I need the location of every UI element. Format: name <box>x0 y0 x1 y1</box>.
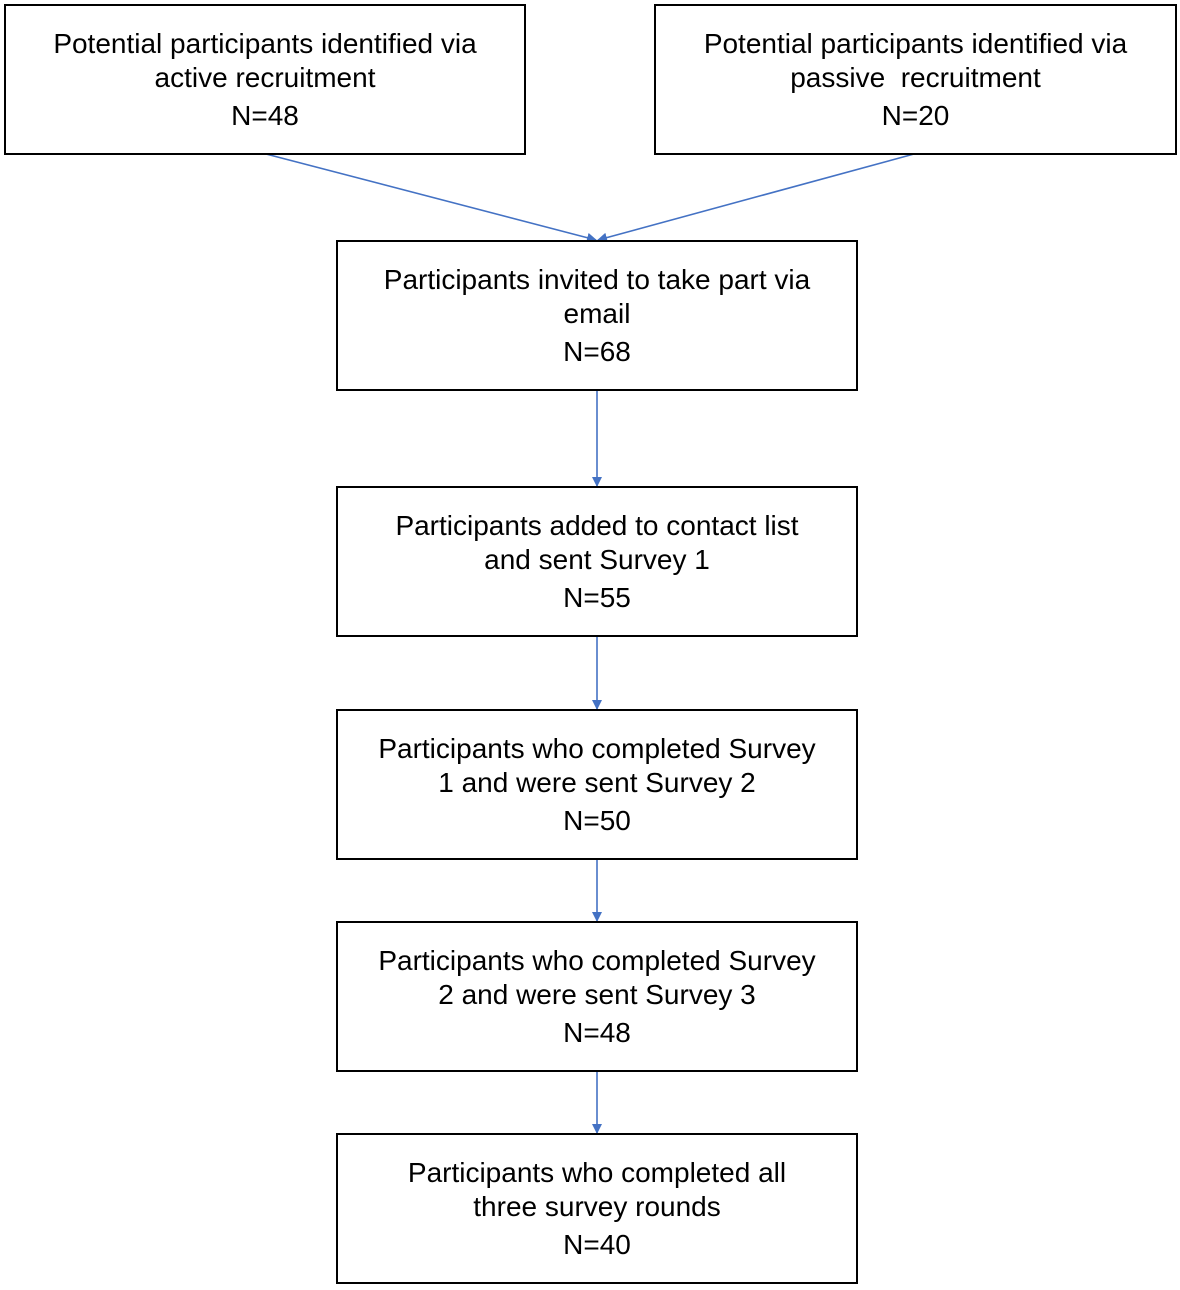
box-label-line-1: Potential participants identified via <box>53 27 477 59</box>
box-count: N=55 <box>563 581 631 613</box>
box-label-line-1: Participants who completed Survey <box>378 944 816 976</box>
box-label-line-1: Participants added to contact list <box>395 509 799 541</box>
box-count: N=48 <box>563 1016 631 1048</box>
box-label-line-1: Participants who completed all <box>407 1156 787 1188</box>
box-count: N=68 <box>563 335 631 367</box>
box-label-line-2: email <box>563 297 631 329</box>
box-label-line-2: active recruitment <box>154 61 376 93</box>
box-completed-all-rounds: Participants who completed all three sur… <box>336 1133 858 1284</box>
box-active-recruitment: Potential participants identified via ac… <box>4 4 526 155</box>
box-count: N=20 <box>881 99 950 131</box>
box-label-line-1: Participants invited to take part via <box>383 263 811 295</box>
box-label-line-2: 2 and were sent Survey 3 <box>438 978 756 1010</box>
box-label-line-2: and sent Survey 1 <box>484 543 710 575</box>
box-completed-survey-2: Participants who completed Survey 2 and … <box>336 921 858 1072</box>
box-label-line-2: 1 and were sent Survey 2 <box>438 766 756 798</box>
arrow-active-to-invited <box>265 153 597 243</box>
box-label-line-1: Participants who completed Survey <box>378 732 816 764</box>
box-count: N=40 <box>563 1228 631 1260</box>
box-label-line-2: three survey rounds <box>473 1190 721 1222</box>
box-label-line-1: Potential participants identified via <box>703 27 1128 59</box>
box-passive-recruitment: Potential participants identified via pa… <box>654 4 1177 155</box>
box-count: N=50 <box>563 804 631 836</box>
arrow-passive-to-invited <box>597 153 915 243</box>
box-count: N=48 <box>231 99 299 131</box>
box-label-line-2: passive recruitment <box>790 61 1041 93</box>
box-invited-via-email: Participants invited to take part via em… <box>336 240 858 391</box>
box-contact-list-survey-1: Participants added to contact list and s… <box>336 486 858 637</box>
box-completed-survey-1: Participants who completed Survey 1 and … <box>336 709 858 860</box>
